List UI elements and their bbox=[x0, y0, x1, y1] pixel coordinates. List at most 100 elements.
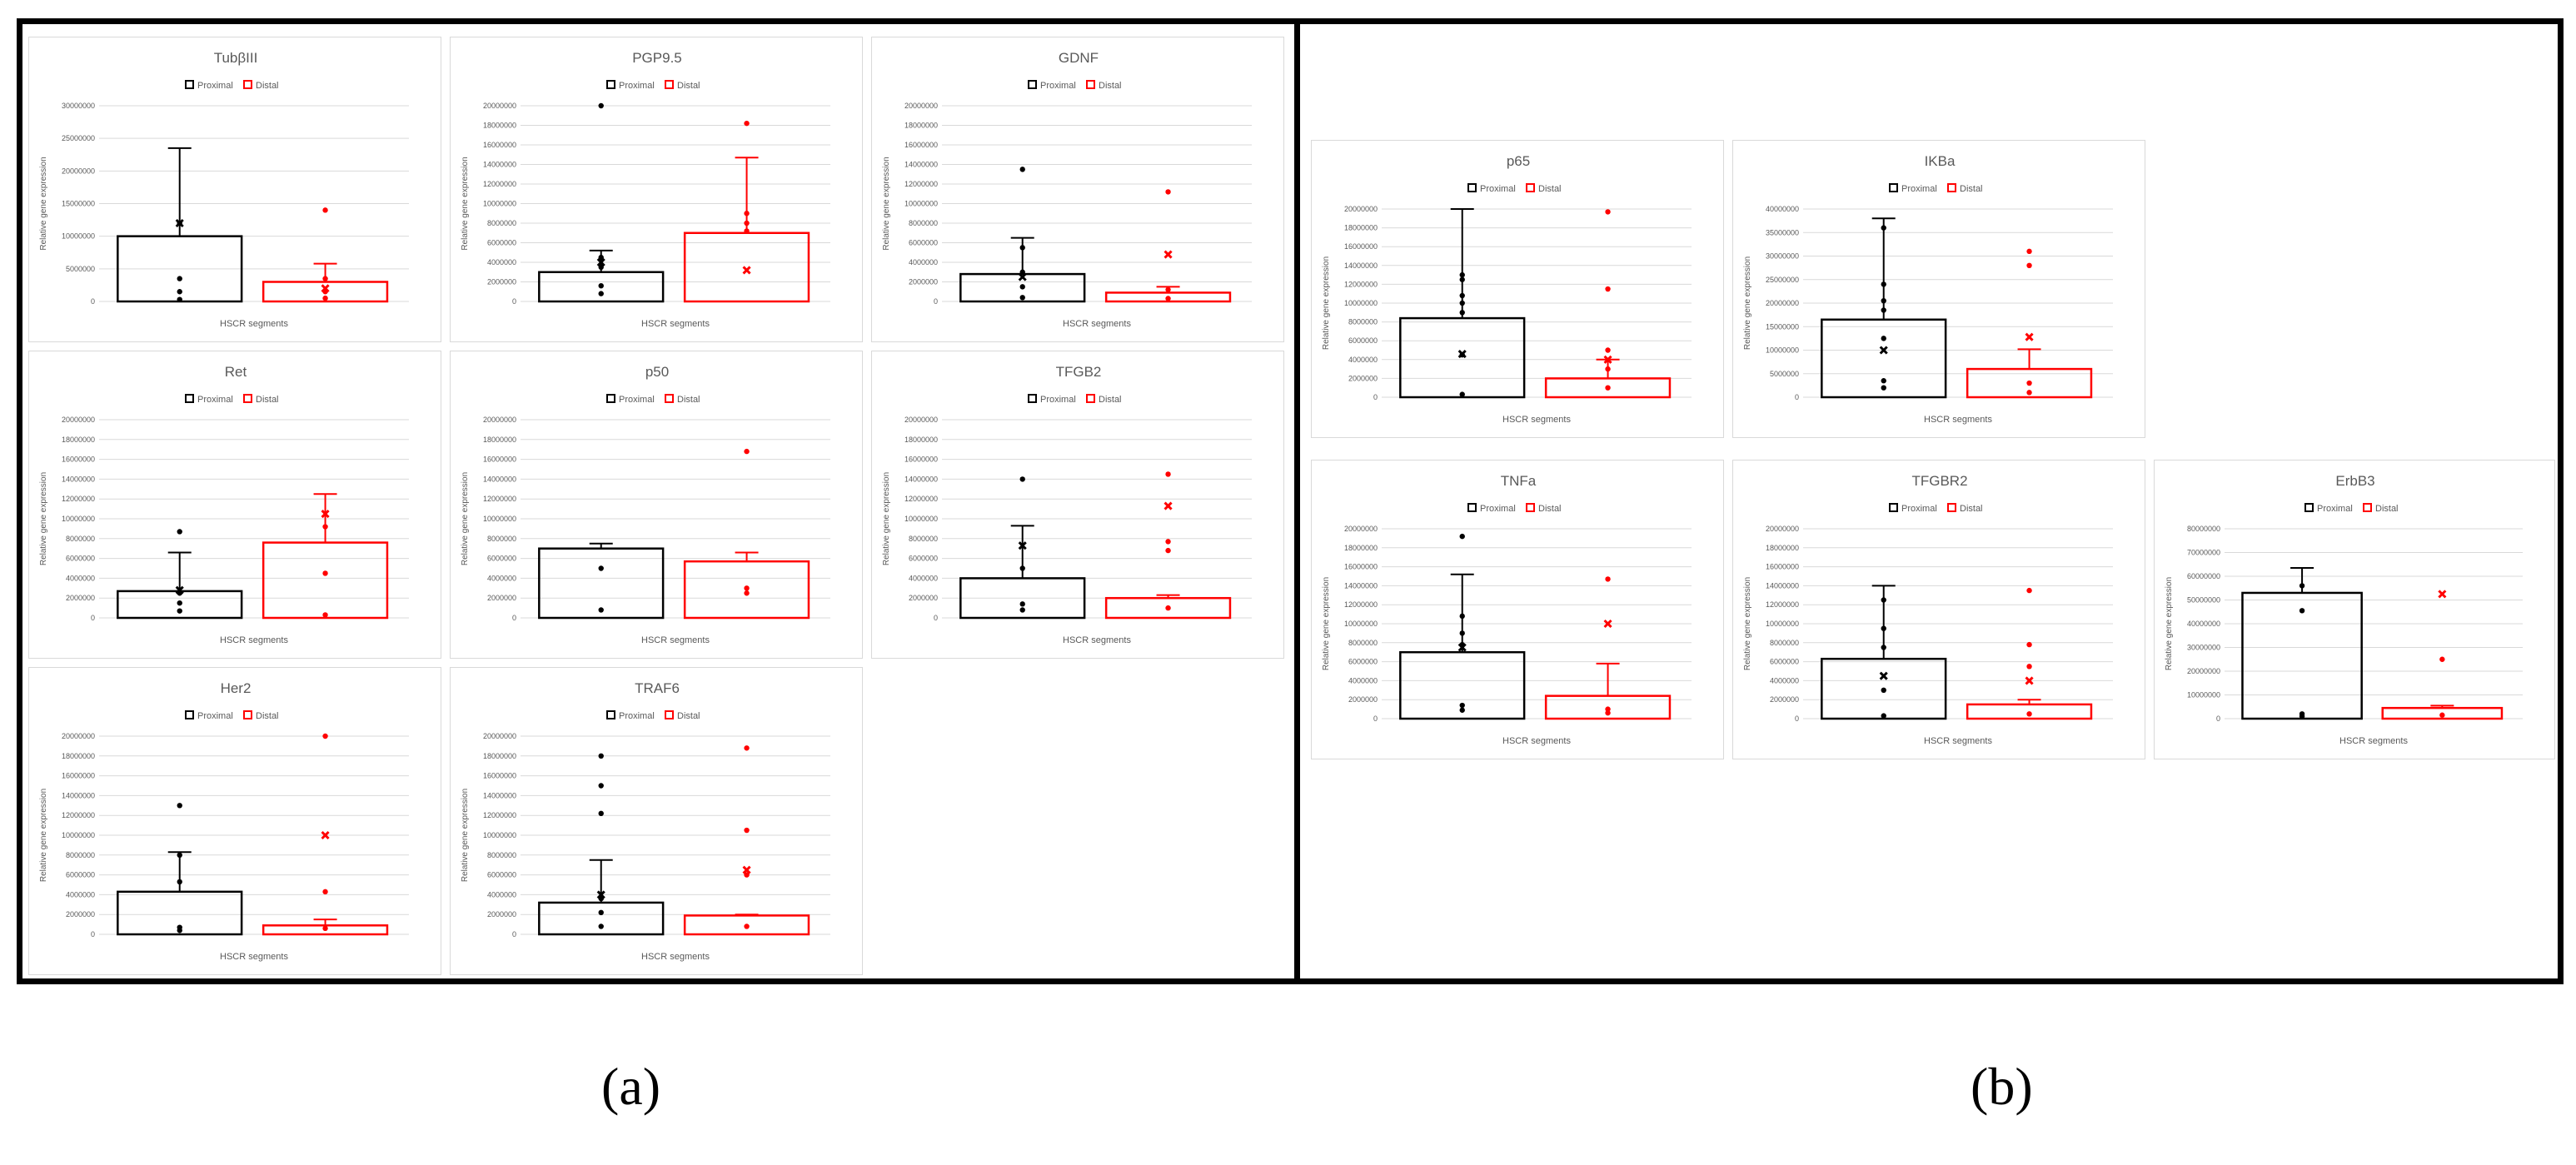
data-point bbox=[744, 585, 750, 591]
y-axis-label: Relative gene expression bbox=[1743, 577, 1752, 670]
chart-title: GDNF bbox=[1059, 50, 1099, 66]
legend-swatch-proximal bbox=[2304, 503, 2314, 512]
y-tick-label: 14000000 bbox=[1344, 261, 1378, 270]
data-point bbox=[1165, 296, 1171, 301]
data-point bbox=[1459, 276, 1465, 282]
y-tick-label: 10000000 bbox=[1766, 620, 1799, 628]
legend-label-proximal: Proximal bbox=[619, 81, 655, 91]
data-point bbox=[177, 600, 182, 606]
data-point bbox=[2299, 608, 2305, 614]
y-tick-label: 16000000 bbox=[1766, 563, 1799, 571]
data-point bbox=[1605, 709, 1611, 716]
data-point bbox=[1459, 391, 1465, 397]
data-point bbox=[2026, 262, 2032, 268]
y-tick-label: 14000000 bbox=[904, 475, 938, 483]
box-proximal bbox=[538, 542, 665, 620]
legend-label-proximal: Proximal bbox=[1901, 504, 1937, 514]
data-point bbox=[598, 783, 604, 789]
data-point bbox=[322, 925, 328, 932]
data-point bbox=[322, 889, 328, 895]
y-axis-label: Relative gene expression bbox=[461, 157, 470, 250]
box-distal bbox=[1966, 248, 2093, 399]
y-tick-label: 80000000 bbox=[2187, 525, 2220, 533]
y-tick-label: 14000000 bbox=[1344, 581, 1378, 590]
data-point bbox=[1459, 300, 1465, 306]
y-axis-label: Relative gene expression bbox=[39, 789, 48, 882]
legend-label-proximal: Proximal bbox=[619, 711, 655, 721]
data-point bbox=[744, 872, 750, 878]
mean-marker bbox=[1163, 250, 1173, 259]
y-tick-label: 10000000 bbox=[1766, 346, 1799, 355]
y-tick-label: 20000000 bbox=[1766, 299, 1799, 307]
y-tick-label: 6000000 bbox=[487, 555, 516, 563]
y-tick-label: 10000000 bbox=[483, 831, 516, 839]
y-tick-label: 8000000 bbox=[66, 851, 95, 859]
data-point bbox=[1605, 347, 1611, 353]
data-point bbox=[322, 733, 328, 739]
y-axis-label: Relative gene expression bbox=[1743, 256, 1752, 350]
box-distal bbox=[683, 448, 810, 620]
y-tick-label: 2000000 bbox=[487, 910, 516, 919]
y-tick-label: 10000000 bbox=[483, 200, 516, 208]
y-axis-label: Relative gene expression bbox=[1322, 577, 1331, 670]
y-tick-label: 14000000 bbox=[483, 475, 516, 483]
box-rect bbox=[262, 281, 389, 303]
y-tick-label: 10000000 bbox=[904, 200, 938, 208]
y-tick-label: 6000000 bbox=[66, 555, 95, 563]
box-rect bbox=[959, 577, 1086, 620]
data-point bbox=[1459, 271, 1465, 278]
y-tick-label: 8000000 bbox=[66, 535, 95, 543]
legend-swatch-proximal bbox=[606, 80, 615, 89]
data-point bbox=[1605, 385, 1611, 391]
box-proximal bbox=[117, 803, 243, 936]
y-tick-label: 18000000 bbox=[483, 122, 516, 130]
data-point bbox=[744, 228, 750, 234]
panel-a-label: (a) bbox=[601, 1057, 661, 1116]
data-point bbox=[177, 803, 182, 809]
box-distal bbox=[1544, 209, 1672, 399]
chart-title: Ret bbox=[225, 364, 247, 380]
box-rect bbox=[1104, 596, 1232, 620]
box-rect bbox=[1544, 377, 1672, 399]
data-point bbox=[2026, 380, 2032, 386]
y-tick-label: 4000000 bbox=[487, 258, 516, 266]
box-proximal bbox=[1821, 217, 1947, 399]
y-tick-label: 18000000 bbox=[483, 436, 516, 444]
y-axis-label: Relative gene expression bbox=[39, 157, 48, 250]
data-point bbox=[177, 928, 182, 933]
chart-title: TubβIII bbox=[214, 50, 258, 66]
y-tick-label: 18000000 bbox=[1344, 544, 1378, 552]
box-rect bbox=[262, 541, 389, 620]
data-point bbox=[1881, 336, 1886, 341]
box-distal bbox=[2381, 590, 2504, 720]
data-point bbox=[1459, 702, 1465, 709]
y-tick-label: 16000000 bbox=[904, 141, 938, 149]
legend-swatch-proximal bbox=[185, 394, 194, 403]
y-tick-label: 8000000 bbox=[487, 535, 516, 543]
y-tick-label: 16000000 bbox=[1344, 563, 1378, 571]
y-tick-label: 20000000 bbox=[483, 416, 516, 424]
data-point bbox=[598, 810, 604, 817]
data-point bbox=[598, 753, 604, 759]
y-tick-label: 25000000 bbox=[62, 134, 95, 142]
y-tick-label: 12000000 bbox=[483, 495, 516, 503]
y-tick-label: 0 bbox=[91, 297, 95, 306]
y-axis-label: Relative gene expression bbox=[2165, 577, 2174, 670]
panel-b-label: (b) bbox=[1971, 1057, 2033, 1116]
y-tick-label: 18000000 bbox=[904, 122, 938, 130]
data-point bbox=[1605, 576, 1611, 582]
chart-title: p65 bbox=[1507, 153, 1530, 169]
y-tick-label: 6000000 bbox=[66, 871, 95, 879]
y-tick-label: 2000000 bbox=[487, 278, 516, 286]
legend-swatch-proximal bbox=[1028, 80, 1037, 89]
y-tick-label: 6000000 bbox=[1348, 336, 1378, 345]
y-tick-label: 10000000 bbox=[904, 515, 938, 523]
